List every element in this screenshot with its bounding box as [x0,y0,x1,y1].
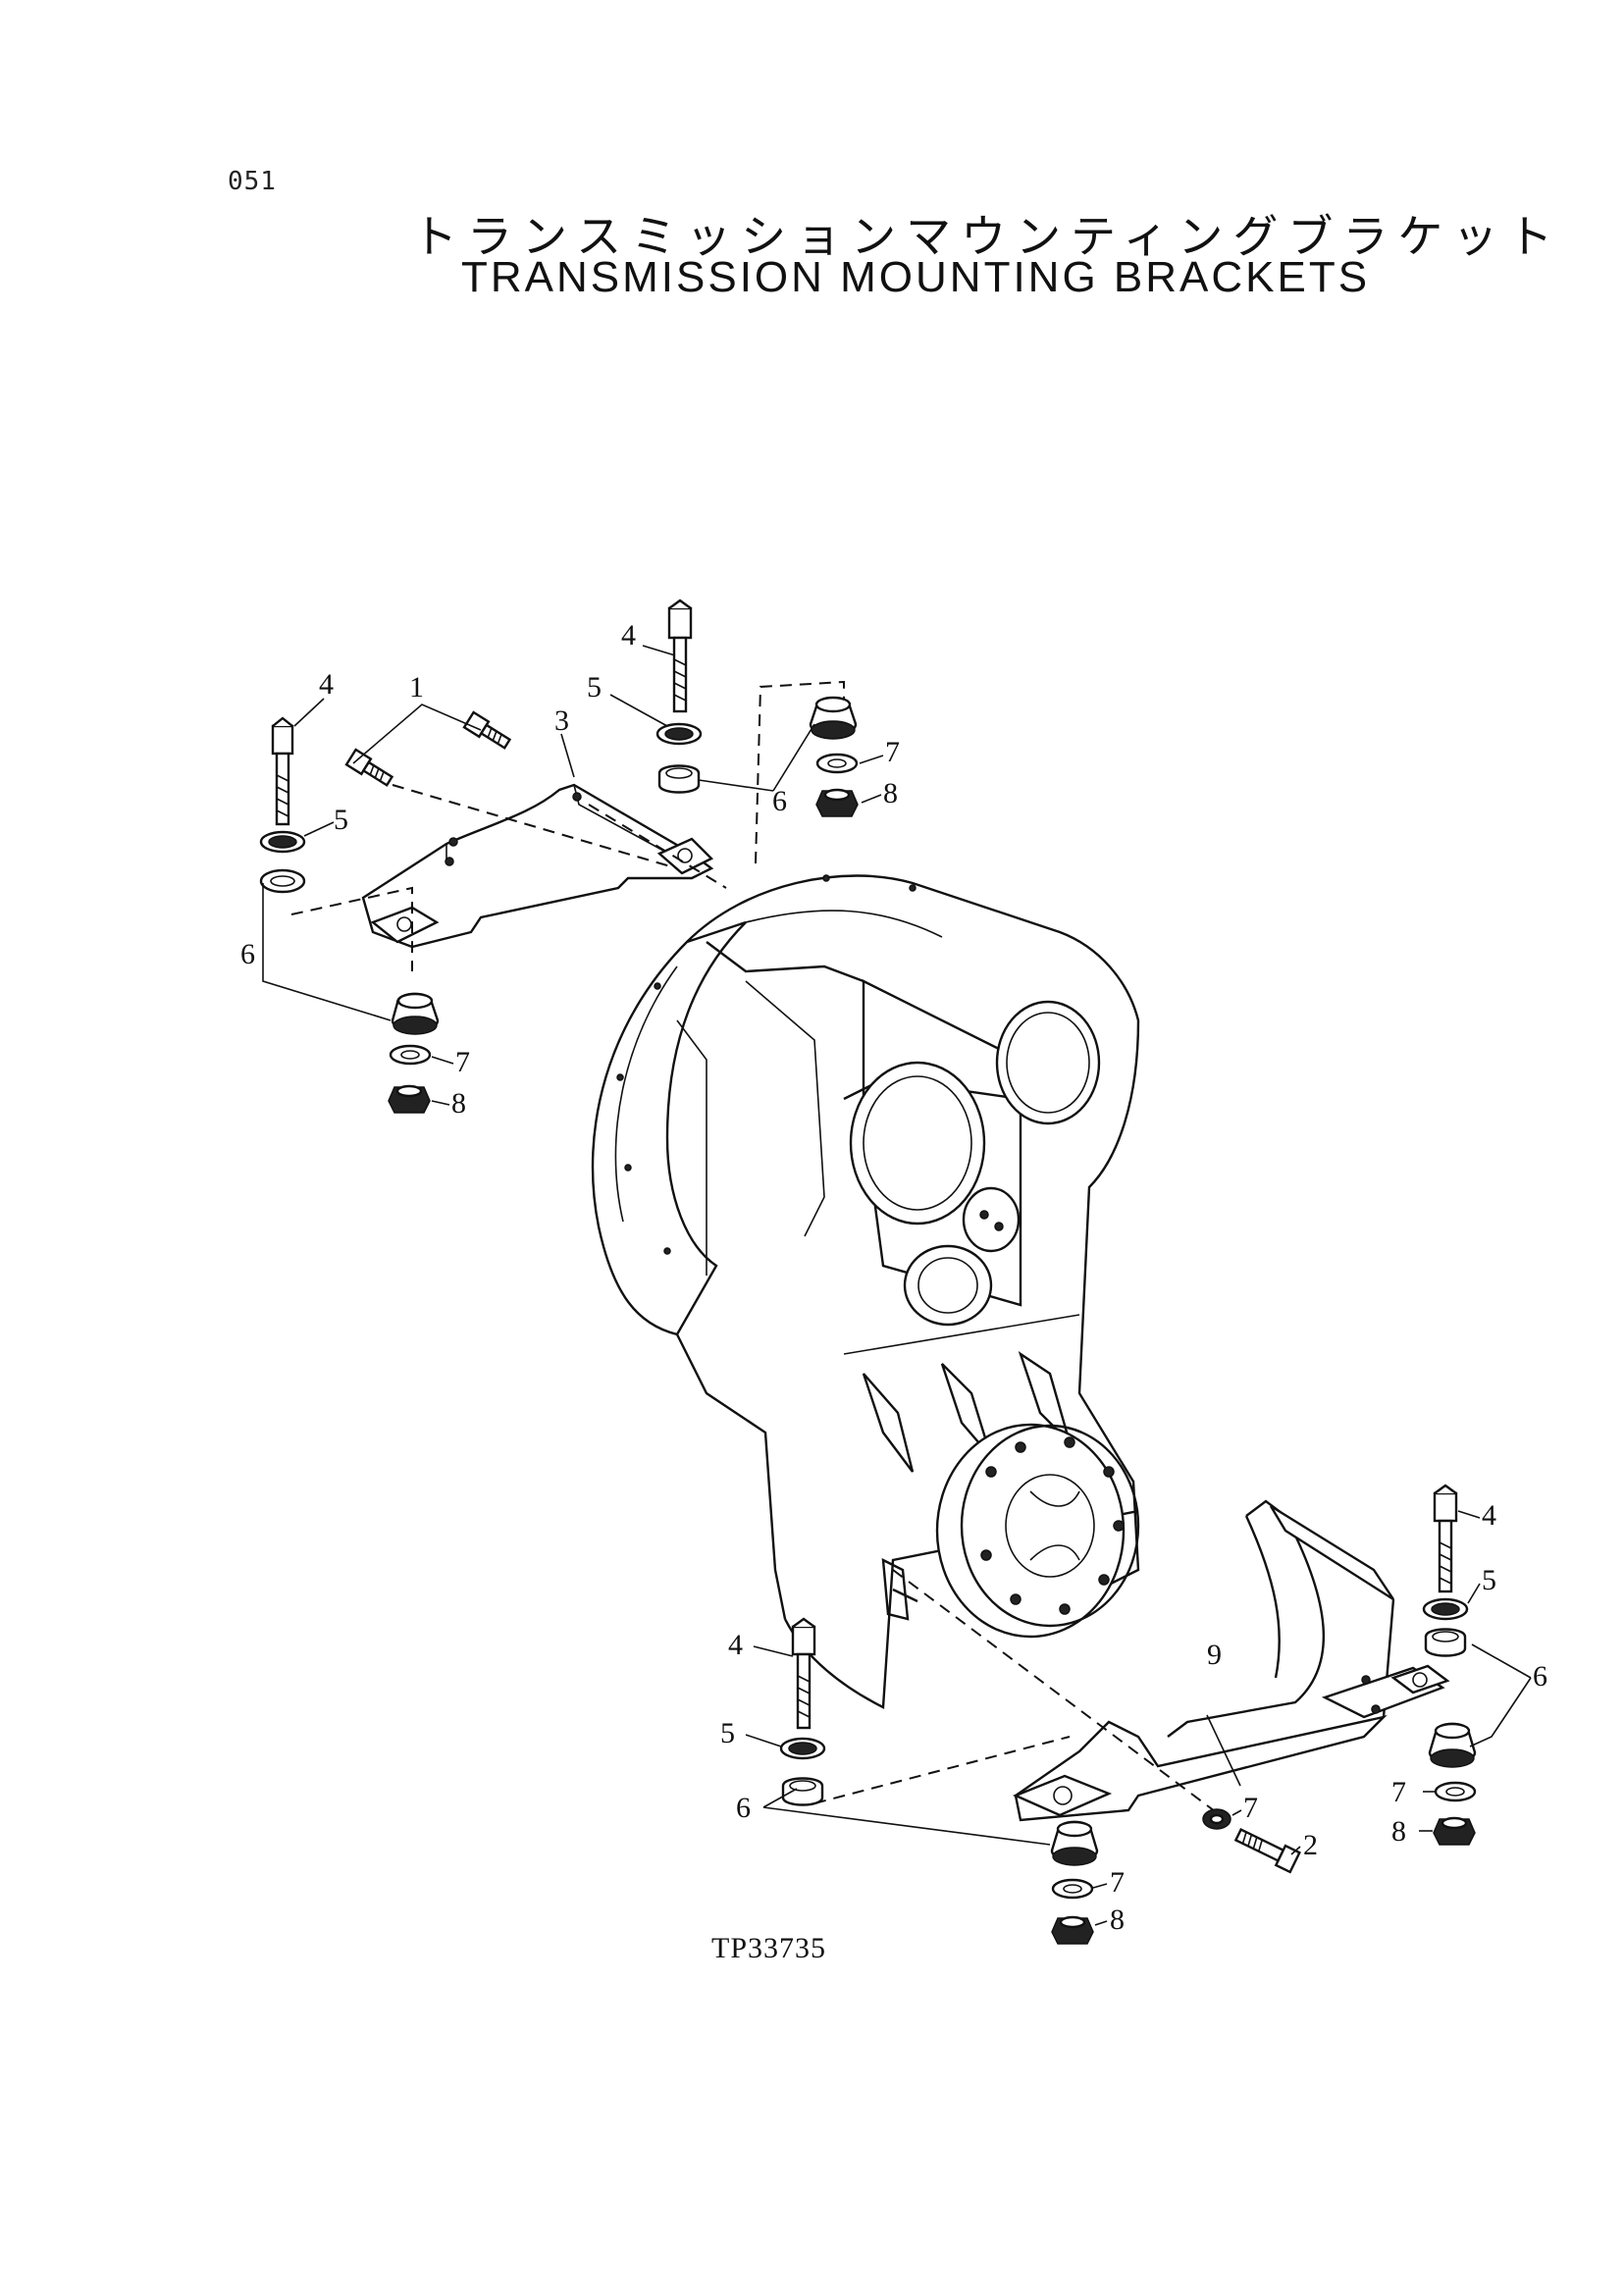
leader-lines [262,645,1532,1926]
callout-9: 9 [1207,1639,1222,1671]
callout-5: 5 [1482,1564,1496,1596]
lower-bracket [1012,1499,1450,1822]
callout-3: 3 [554,704,569,737]
upper-bracket [361,783,714,949]
fasteners-lower-right [1202,1484,1477,1874]
callout-2: 2 [1303,1829,1318,1861]
callout-4: 4 [1482,1499,1496,1532]
callout-6: 6 [240,938,255,970]
callout-8: 8 [1110,1903,1125,1936]
callout-8: 8 [883,777,898,809]
callout-5: 5 [334,804,348,836]
callout-6: 6 [1533,1660,1547,1693]
callouts: 4 1 3 4 5 5 6 6 7 8 7 8 4 5 6 7 8 9 7 2 … [240,619,1547,1936]
callout-7: 7 [455,1046,470,1078]
callout-4: 4 [319,668,334,701]
alignment-lines [290,680,1228,1821]
transmission-housing [591,874,1140,1709]
callout-8: 8 [451,1087,466,1120]
title-english: TRANSMISSION MOUNTING BRACKETS [461,253,1371,301]
callout-6: 6 [736,1792,751,1824]
callout-5: 5 [720,1717,735,1749]
callout-7: 7 [885,736,900,768]
callout-7: 7 [1391,1776,1406,1808]
page-number: 051 [228,167,277,196]
callout-4: 4 [728,1629,743,1661]
callout-6: 6 [772,785,787,817]
fasteners-upper-left [259,710,512,1114]
title-japanese: トランスミッションマウンティングブラケット [412,210,1563,263]
fasteners-lower-left [779,1617,1099,1945]
callout-5: 5 [587,671,602,704]
callout-4: 4 [621,619,636,652]
callout-8: 8 [1391,1815,1406,1848]
fasteners-upper-right [655,599,859,817]
callout-1: 1 [409,671,424,704]
callout-7: 7 [1243,1792,1258,1824]
drawing-id: TP33735 [711,1932,826,1964]
callout-7: 7 [1110,1866,1125,1899]
